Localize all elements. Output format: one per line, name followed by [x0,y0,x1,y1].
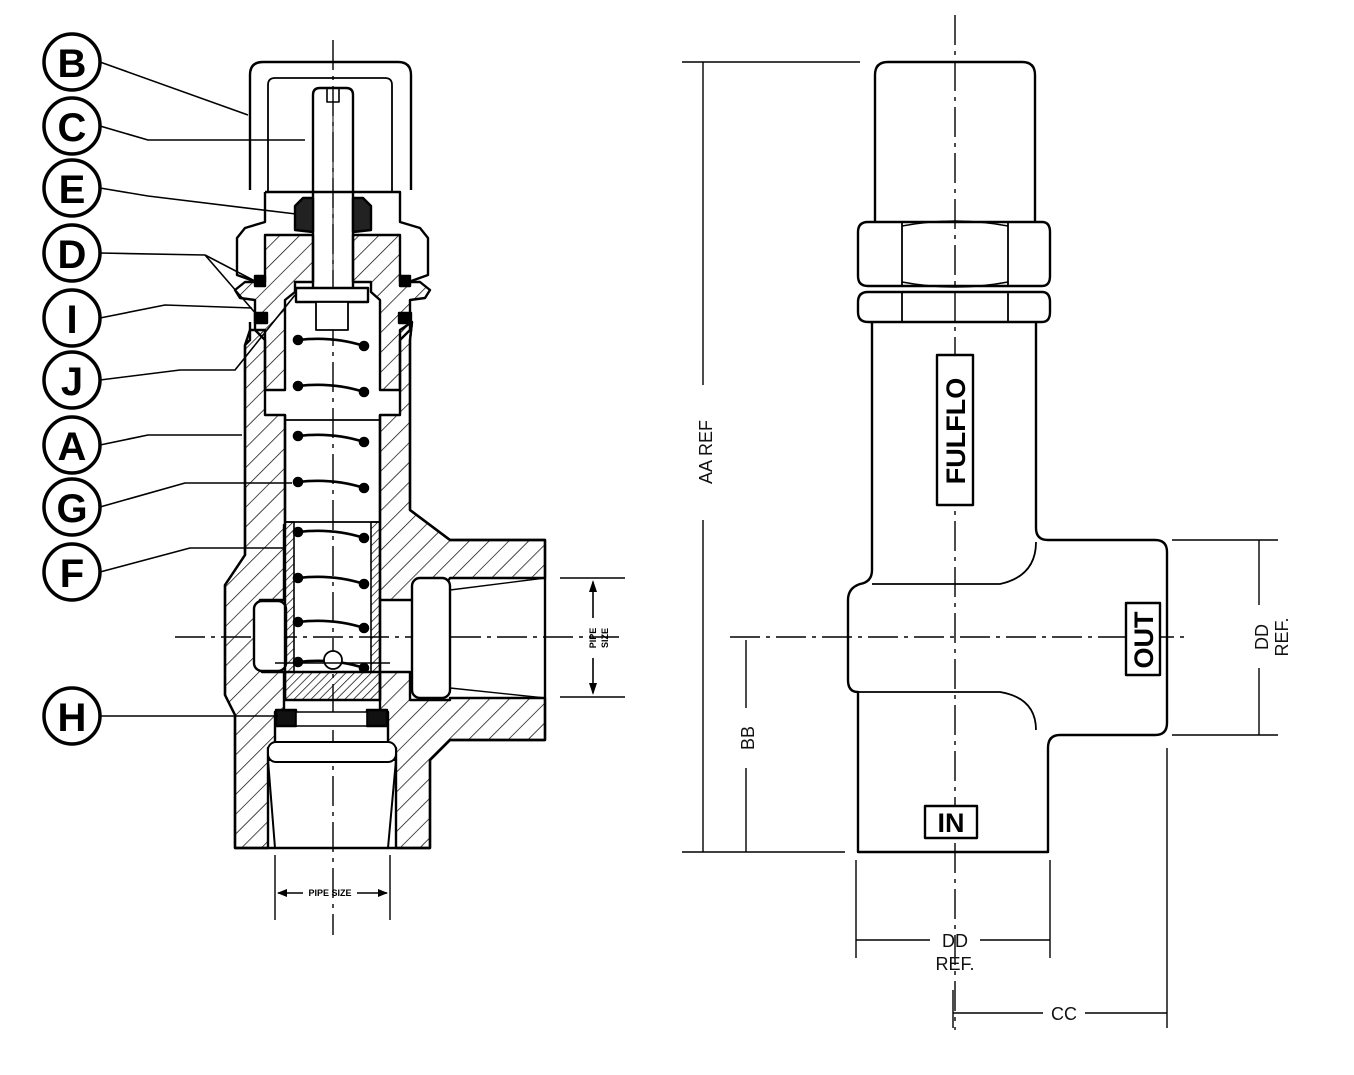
callout-a: A [42,415,102,475]
spring-button-stem [315,301,349,331]
callout-h: H [42,686,102,746]
svg-text:D: D [58,233,87,277]
disc [283,670,382,702]
svg-text:DD: DD [1252,624,1272,650]
spring-coils [292,334,370,674]
dim-dd-bottom-line1: DD [942,931,968,951]
svg-text:I: I [66,298,77,342]
lock-nut [293,196,373,234]
svg-text:F: F [60,552,84,596]
outlet-port-box [410,576,452,700]
outlet-label: OUT [1129,611,1159,669]
seal-h-right [365,708,389,728]
svg-text:E: E [59,168,86,212]
out-box [1124,601,1162,677]
dim-dd-side-label: DD REF. [1252,617,1292,656]
callout-i: I [42,288,102,348]
inlet-label: IN [938,808,965,838]
screw-slot [326,88,340,103]
pipe-size-side-label: PIPE SIZE [588,628,610,649]
bonnet-hatched-right [351,233,432,392]
inlet-neck [267,741,397,763]
o-ring-d-left [253,274,267,288]
o-ring-i-left [253,311,269,325]
section-view [99,40,625,935]
outline-cap [873,60,1037,222]
svg-text:H: H [58,696,87,740]
callout-g: G [42,477,102,537]
outline-body [846,322,1169,854]
svg-text:C: C [58,106,87,150]
svg-text:PIPE: PIPE [588,628,598,649]
pipe-size-arrowhead-left [277,889,287,897]
outlet-taper [449,577,546,699]
dim-aa-label: AA REF [696,420,716,484]
left-pocket [252,599,288,673]
seal-h-left [274,708,298,728]
outline-body-fillet-bottom [858,691,1037,731]
svg-text:REF.: REF. [1272,617,1292,656]
pipe-size-bottom-label: PIPE SIZE [308,888,351,898]
hex-nut-upper [856,220,1052,288]
dim-cc-label: CC [1051,1004,1077,1024]
outlet-bore [450,577,546,699]
disc-pin [323,650,343,670]
svg-text:A: A [58,425,87,469]
svg-text:J: J [61,360,83,404]
guide-sleeve-left [284,521,295,673]
cap-inner [267,77,393,192]
pipe-size-side-arrowhead-bottom [589,683,597,695]
body-hatched-right [378,320,547,850]
svg-text:B: B [58,42,87,86]
dim-bb-label: BB [738,726,758,750]
callout-e: E [42,158,102,218]
callout-c: C [42,96,102,156]
outline-view [682,15,1278,1030]
hex-nut-lower [856,290,1052,324]
body-hatched-left [223,328,287,850]
o-ring-d-right [398,274,412,288]
callouts: B C E D I J A G F H [42,32,102,746]
dim-dd-bottom-line2: REF. [935,954,974,974]
brand-label: FULFLO [941,378,971,484]
adjusting-screw [311,86,355,290]
callout-b: B [42,32,102,92]
in-box [923,804,979,840]
cap [248,60,413,190]
svg-text:SIZE: SIZE [600,628,610,648]
brand-box [935,353,975,507]
hex-nut-upper-chamfer [901,220,1009,288]
seat [295,711,368,727]
callout-j: J [42,350,102,410]
pipe-size-side-arrowhead-top [589,580,597,592]
bonnet-outer [235,190,430,287]
callout-f: F [42,542,102,602]
o-ring-i-right [397,311,413,325]
guide-sleeve-right [370,521,381,673]
leader-lines [99,61,305,717]
outline-body-fillet-top [872,541,1037,585]
pipe-size-arrowhead-right [378,889,388,897]
svg-text:G: G [56,487,87,531]
spring-button [294,286,370,304]
callout-d: D [42,223,102,283]
